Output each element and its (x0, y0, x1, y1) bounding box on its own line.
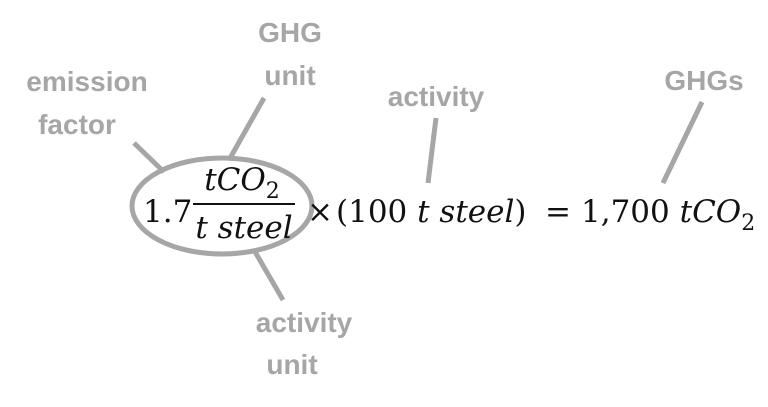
result-unit-subscript: 2 (741, 211, 755, 236)
activity-close: ) (514, 194, 526, 230)
numerator-main: tCO (204, 162, 266, 198)
ghg-unit-pointer (226, 96, 267, 162)
activity-pointer (425, 117, 439, 184)
activity-term: (100 t steel) (336, 194, 527, 230)
emission-factor-ellipse (129, 155, 315, 257)
fraction-numerator: tCO2 (204, 162, 280, 204)
emission-factor-label-line1: emission (26, 66, 147, 97)
activity-open: (100 (336, 194, 417, 230)
activity-label: activity (388, 81, 485, 112)
result-unit-main: tCO (680, 194, 742, 230)
numerator-subscript: 2 (266, 179, 280, 204)
ghgs-pointer (660, 100, 705, 185)
emission-factor-label-line2: factor (38, 109, 116, 140)
ghg-unit-label-line2: unit (264, 60, 315, 91)
ghgs-label: GHGs (664, 65, 743, 96)
times-sign: × (307, 194, 333, 230)
fraction-denominator: t steel (195, 210, 292, 246)
equals-sign: = (545, 194, 571, 230)
activity-unit-pointer (251, 248, 286, 302)
ghg-unit-label-line1: GHG (258, 17, 322, 48)
coefficient: 1.7 (143, 194, 192, 230)
result-value: 1,700 (581, 194, 680, 230)
activity-unit-label-line1: activity (256, 307, 353, 338)
emission-factor-pointer (132, 141, 166, 174)
activity-unit-label-line2: unit (266, 349, 317, 380)
result-term: 1,700 tCO2 (581, 194, 755, 236)
activity-unit: t steel (417, 194, 514, 230)
